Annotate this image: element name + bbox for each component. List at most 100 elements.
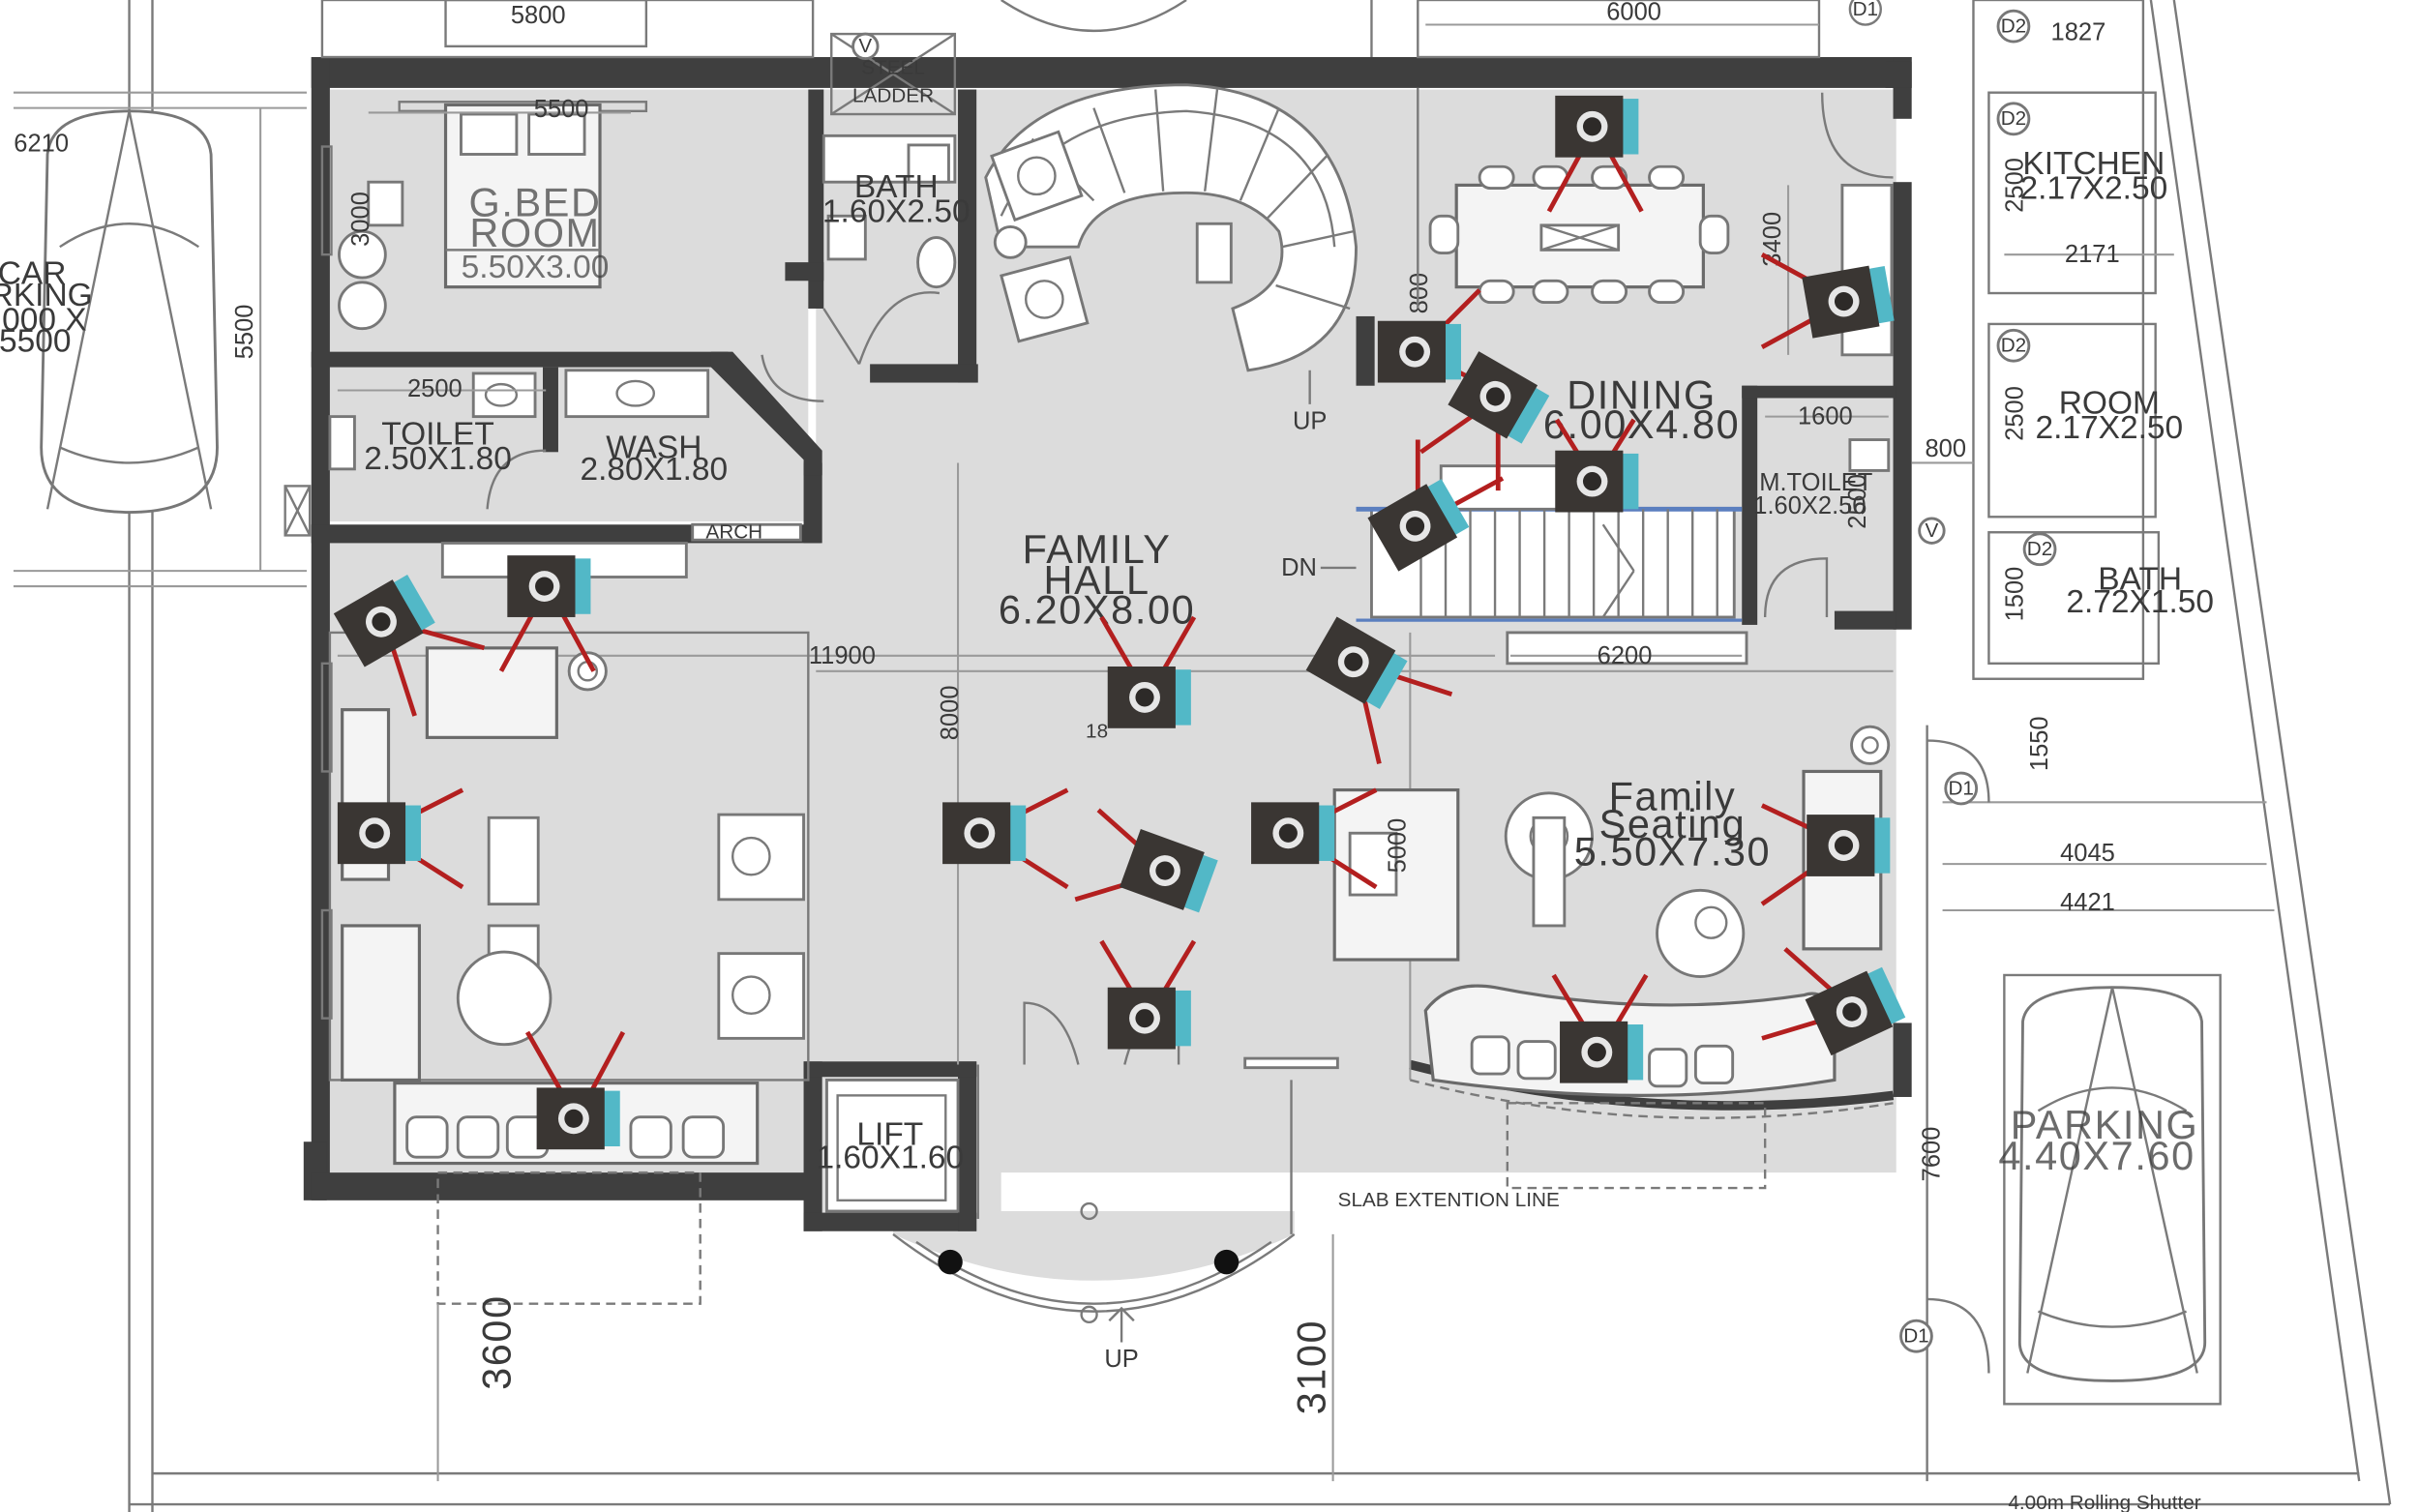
surveillance-camera-icon: [337, 787, 464, 890]
mark-d2-d: D2: [2027, 538, 2052, 560]
steel-ladder-line1: STEEL: [861, 57, 925, 79]
top-strip: D1 5800 6000: [320, 0, 1882, 59]
guest-bed-label-line2: ROOM: [469, 210, 600, 255]
surveillance-camera-icon: [1305, 616, 1453, 765]
family-seating-line1: Family: [1609, 773, 1737, 818]
dim-1827: 1827: [2051, 18, 2106, 45]
mark-d1-mid: D1: [1948, 777, 1974, 799]
surveillance-camera-icon: [1367, 439, 1505, 572]
surveillance-cameras: [333, 95, 1906, 1150]
dim-6000: 6000: [1606, 0, 1661, 26]
mark-d1-bottom: D1: [1903, 1325, 1929, 1348]
guest-bed-size: 5.50X3.00: [462, 250, 610, 285]
kitchen-name: KITCHEN: [2022, 146, 2165, 182]
dim-4421: 4421: [2060, 889, 2115, 916]
surveillance-camera-icon: [1099, 615, 1197, 728]
bath-top-name: BATH: [854, 169, 939, 205]
room-size: 2.17X2.50: [2035, 410, 2183, 446]
parking-right: 4045 4421 1550 PARKING 4.40X7.60 7600 D1…: [1899, 716, 2275, 1512]
bath-top: BATH 1.60X2.50: [821, 133, 971, 366]
bath-right-size: 2.72X1.50: [2066, 584, 2214, 620]
surveillance-camera-icon: [1551, 973, 1649, 1083]
dining-name: DINING: [1567, 372, 1717, 418]
kitchen-size: 2.17X2.50: [2020, 171, 2168, 207]
dim-1550: 1550: [2026, 716, 2053, 771]
surveillance-camera-icon: [524, 1030, 626, 1150]
stairs-up-label: UP: [1293, 407, 1327, 434]
right-block: 2171 1827 KITCHEN 2.17X2.50 2500 ROOM 2.…: [1820, 0, 2214, 680]
family-seating-line2: Seating: [1599, 801, 1747, 846]
mark-v-right: V: [1925, 519, 1938, 542]
dim-2500-vertical: 2500: [1844, 474, 1871, 529]
bath-right-name: BATH: [2098, 561, 2182, 597]
surveillance-camera-icon: [1760, 803, 1891, 906]
lift-size: 1.60X1.60: [817, 1140, 965, 1175]
dim-800: 800: [1925, 435, 1966, 462]
parking-right-line2: 4.40X7.60: [1998, 1133, 2195, 1178]
family-hall-line1: FAMILY: [1023, 526, 1172, 572]
stairs-dn-label: DN: [1281, 554, 1317, 581]
toilet-name: TOILET: [381, 416, 494, 452]
room-name: ROOM: [2059, 385, 2160, 421]
surveillance-camera-icon: [498, 555, 596, 672]
family-seating-size: 5.50X7.30: [1574, 829, 1771, 875]
entrance-up-label: UP: [1104, 1346, 1138, 1373]
guest-bedroom: 5500 3000 G.BED ROOM 5.50X3.00: [320, 96, 648, 331]
dim-5800: 5800: [511, 2, 566, 29]
wash-name: WASH: [606, 430, 702, 466]
car-parking-left-line1: CAR: [0, 255, 66, 291]
dim-1500-bath: 1500: [2002, 567, 2029, 622]
dim-5500-vertical: 5500: [231, 305, 258, 360]
dining-size: 6.00X4.80: [1543, 401, 1740, 447]
lift-name: LIFT: [856, 1116, 923, 1152]
dim-2500-kitchen: 2500: [2002, 158, 2029, 213]
dim-8000-vertical: 8000: [937, 685, 964, 740]
lift: LIFT 1.60X1.60: [817, 1078, 965, 1213]
dim-11900: 11900: [809, 642, 876, 669]
dim-3600: 3600: [474, 1294, 520, 1390]
bath-top-size: 1.60X2.50: [822, 194, 971, 230]
dim-6210: 6210: [14, 130, 69, 157]
hall-mark-18: 18: [1086, 720, 1108, 742]
surveillance-camera-icon: [942, 787, 1069, 890]
wash-size: 2.80X1.80: [580, 452, 728, 488]
dim-2500: 2500: [407, 375, 463, 402]
m-toilet-size: 1.60X2.50: [1753, 492, 1866, 519]
steel-ladder-line2: LADDER: [852, 84, 934, 106]
entrance: UP 3100 3600: [436, 1064, 1334, 1482]
dim-6200: 6200: [1598, 642, 1653, 669]
dim-5000-vertical: 5000: [1385, 818, 1412, 874]
mark-d2-c: D2: [2001, 335, 2027, 357]
surveillance-camera-icon: [1419, 351, 1550, 491]
family-hall-line2: HALL: [1044, 557, 1150, 603]
arch-label: ARCH: [705, 521, 762, 544]
surveillance-camera-icon: [1761, 947, 1906, 1056]
surveillance-camera-icon: [1760, 252, 1895, 349]
dim-3100: 3100: [1289, 1319, 1334, 1415]
car-parking-left-label: CAR RKING 000 X 5500 6210 5500: [0, 130, 258, 359]
dim-2500-room: 2500: [2002, 386, 2029, 441]
parking-right-line1: PARKING: [2011, 1102, 2199, 1147]
surveillance-camera-icon: [1377, 288, 1481, 385]
dim-1600: 1600: [1798, 403, 1853, 430]
surveillance-camera-icon: [1074, 808, 1218, 913]
mark-d1-top: D1: [1853, 0, 1879, 20]
car-parking-left-line2: RKING: [0, 278, 93, 313]
mark-d2-b: D2: [2001, 107, 2027, 130]
car-left: [40, 109, 219, 514]
spiral-staircase: UP: [984, 83, 1358, 434]
mark-d2-a: D2: [2001, 15, 2027, 37]
steel-ladder: V STEEL LADDER: [830, 32, 957, 116]
mark-v-ladder: V: [858, 35, 872, 57]
dim-2171: 2171: [2065, 241, 2120, 268]
dim-800-vertical: 800: [1406, 273, 1433, 314]
straight-staircase: DN 6200: [1281, 464, 1748, 669]
surveillance-camera-icon: [1251, 787, 1378, 890]
car-parking-left-line4: 5500: [0, 324, 72, 360]
surveillance-camera-icon: [1554, 418, 1639, 513]
dim-5500: 5500: [534, 96, 589, 123]
slab-extension-label: SLAB EXTENTION LINE: [1338, 1189, 1560, 1211]
toilet-size: 2.50X1.80: [364, 441, 512, 477]
